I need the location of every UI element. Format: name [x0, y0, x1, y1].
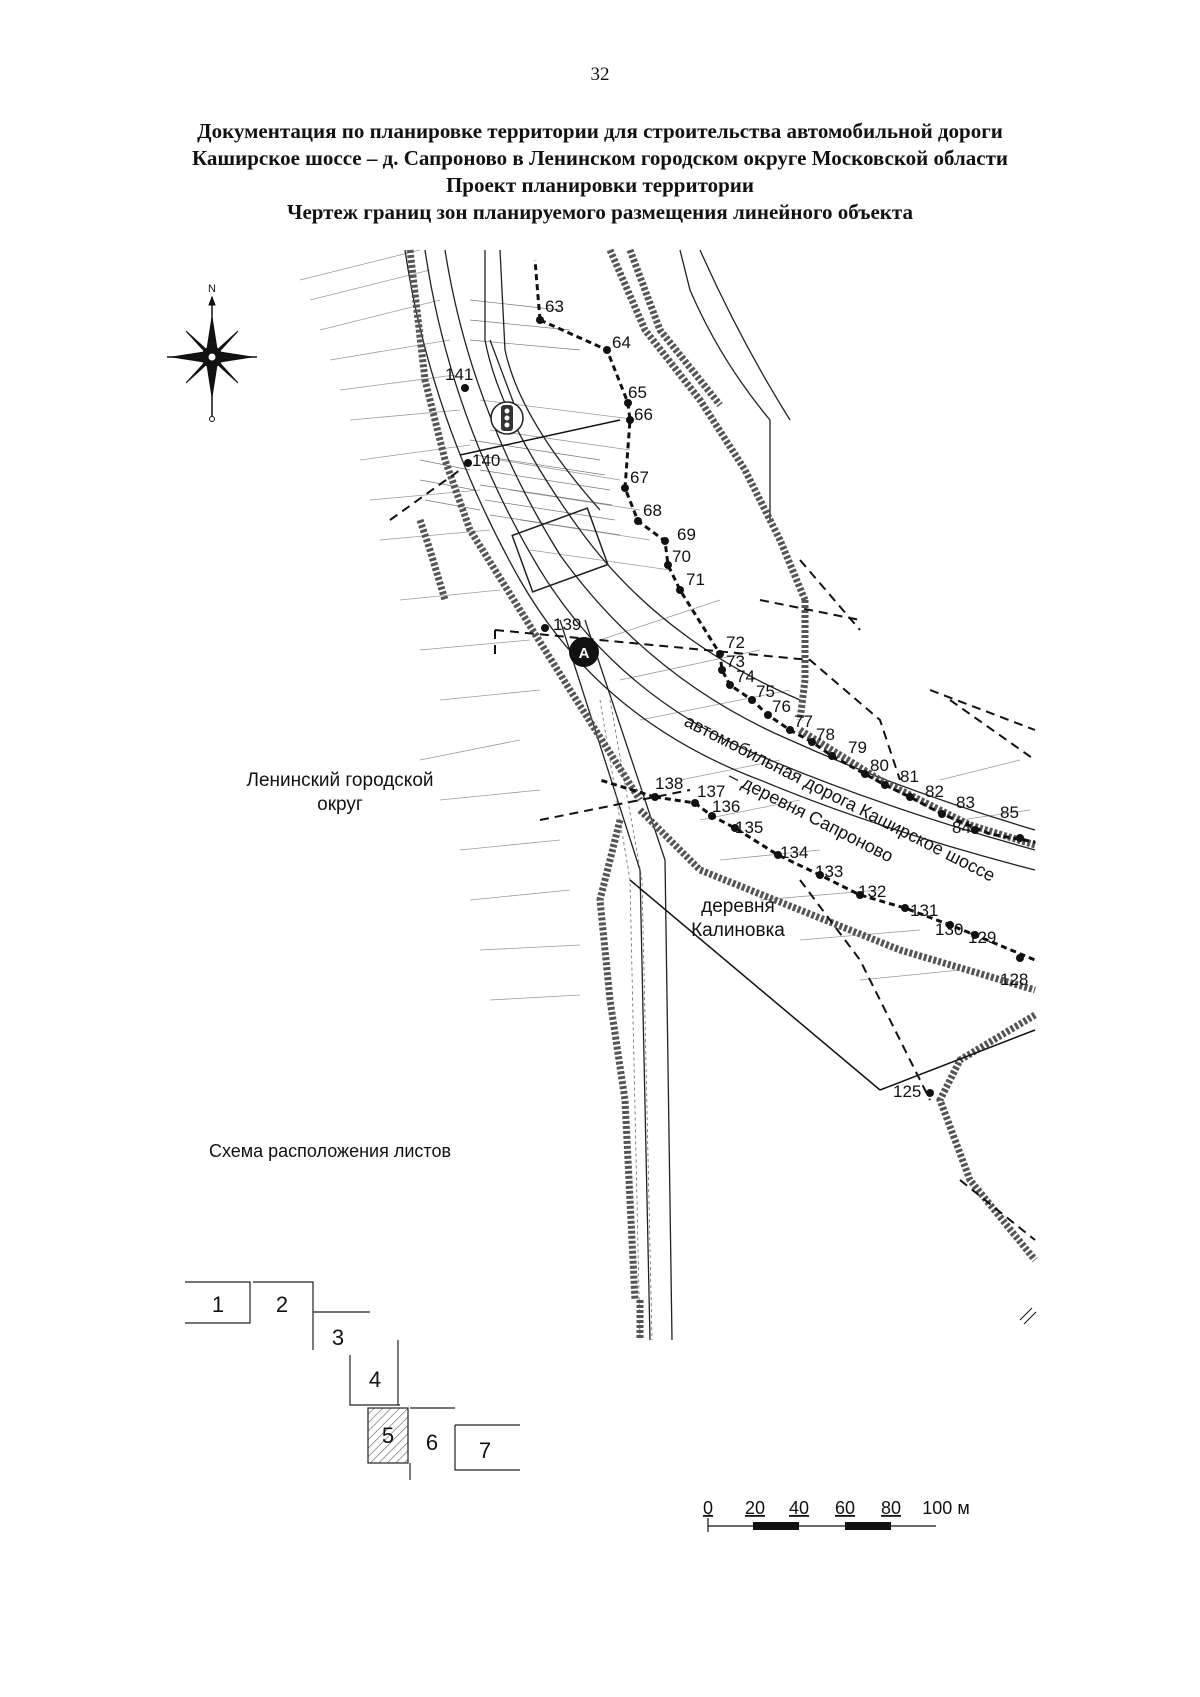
area-labels: Ленинский городской округ деревня Калино…: [246, 770, 785, 941]
sheet-6: 6: [426, 1430, 438, 1455]
point-label-72: 72: [726, 633, 745, 652]
point-label-139: 139: [553, 615, 581, 634]
point-label-64: 64: [612, 333, 631, 352]
point-label-69: 69: [677, 525, 696, 544]
zone-boundary-hatched: [406, 248, 1038, 1340]
scale-tick-40: 40: [789, 1498, 809, 1518]
point-label-77: 77: [794, 712, 813, 731]
title-line-1: Документация по планировке территории дл…: [197, 119, 1003, 143]
point-label-125: 125: [893, 1082, 921, 1101]
marker-a: A: [569, 637, 599, 667]
marker-a-label: A: [579, 645, 590, 662]
point-label-75: 75: [756, 682, 775, 701]
scale-tick-80: 80: [881, 1498, 901, 1518]
scale-tick-0: 0: [703, 1498, 713, 1518]
sheet-numbers: 1 2 3 4 5 6 7: [212, 1292, 491, 1463]
point-label-133: 133: [815, 862, 843, 881]
north-label: N: [208, 283, 216, 295]
point-label-65: 65: [628, 383, 647, 402]
compass-rose-icon: [167, 295, 257, 422]
point-label-134: 134: [780, 843, 808, 862]
point-label-129: 129: [968, 928, 996, 947]
village-label-line-2: Калиновка: [691, 920, 785, 941]
point-labels: 63 64 65 66 67 68 69 70 71 72 73 74 75 7…: [445, 297, 1028, 1101]
scale-end-label: 100 м: [922, 1498, 969, 1518]
point-label-76: 76: [772, 697, 791, 716]
break-mark: [1019, 1307, 1037, 1325]
district-label-line-1: Ленинский городской: [246, 770, 433, 791]
document-title: Документация по планировке территории дл…: [0, 118, 1200, 226]
title-line-3: Проект планировки территории: [445, 173, 755, 197]
point-label-85: 85: [1000, 803, 1019, 822]
point-label-132: 132: [858, 882, 886, 901]
point-label-82: 82: [925, 782, 944, 801]
sheet-scheme-title: Схема расположения листов: [209, 1141, 451, 1161]
sheet-1: 1: [212, 1292, 224, 1317]
village-label-line-1: деревня: [701, 896, 775, 917]
title-line-2: Каширское шоссе – д. Сапроново в Ленинск…: [191, 146, 1009, 170]
sheet-4: 4: [369, 1367, 381, 1392]
road-segment-box: [511, 507, 609, 593]
boundary-points: [461, 316, 1024, 1097]
point-label-74: 74: [736, 667, 755, 686]
point-label-84: 84: [952, 818, 971, 837]
point-label-67: 67: [630, 468, 649, 487]
title-line-4: Чертеж границ зон планируемого размещени…: [287, 200, 913, 224]
sheet-2: 2: [276, 1292, 288, 1317]
point-label-135: 135: [735, 818, 763, 837]
point-label-130: 130: [935, 920, 963, 939]
sheet-3: 3: [332, 1325, 344, 1350]
point-label-68: 68: [643, 501, 662, 520]
point-label-78: 78: [816, 725, 835, 744]
point-label-81: 81: [900, 767, 919, 786]
point-label-141: 141: [445, 365, 473, 384]
road-edges: [404, 249, 1036, 1341]
sheet-scheme: [185, 1281, 520, 1480]
point-label-73: 73: [726, 652, 745, 671]
point-label-136: 136: [712, 797, 740, 816]
point-label-131: 131: [910, 901, 938, 920]
sheet-5: 5: [382, 1423, 394, 1448]
planning-dashed-lines: [389, 469, 1036, 1241]
page-number: 32: [590, 64, 610, 85]
scale-tick-60: 60: [835, 1498, 855, 1518]
embankment-hatching: [419, 299, 621, 536]
sheet-7: 7: [479, 1438, 491, 1463]
point-label-70: 70: [672, 547, 691, 566]
point-label-128: 128: [1000, 970, 1028, 989]
terrain-lines: [299, 249, 1031, 1001]
scale-tick-20: 20: [745, 1498, 765, 1518]
point-label-71: 71: [686, 570, 705, 589]
scale-bar-labels: 0 20 40 60 80 100 м: [703, 1498, 970, 1518]
point-label-79: 79: [848, 738, 867, 757]
point-label-83: 83: [956, 793, 975, 812]
traffic-light-icon: [490, 401, 524, 435]
point-label-138: 138: [655, 774, 683, 793]
point-label-140: 140: [472, 451, 500, 470]
point-label-80: 80: [870, 756, 889, 775]
point-label-63: 63: [545, 297, 564, 316]
point-label-137: 137: [697, 782, 725, 801]
connector-lines: [459, 419, 1036, 1091]
district-label-line-2: округ: [317, 794, 363, 815]
scale-bar: [707, 1514, 936, 1532]
point-label-66: 66: [634, 405, 653, 424]
